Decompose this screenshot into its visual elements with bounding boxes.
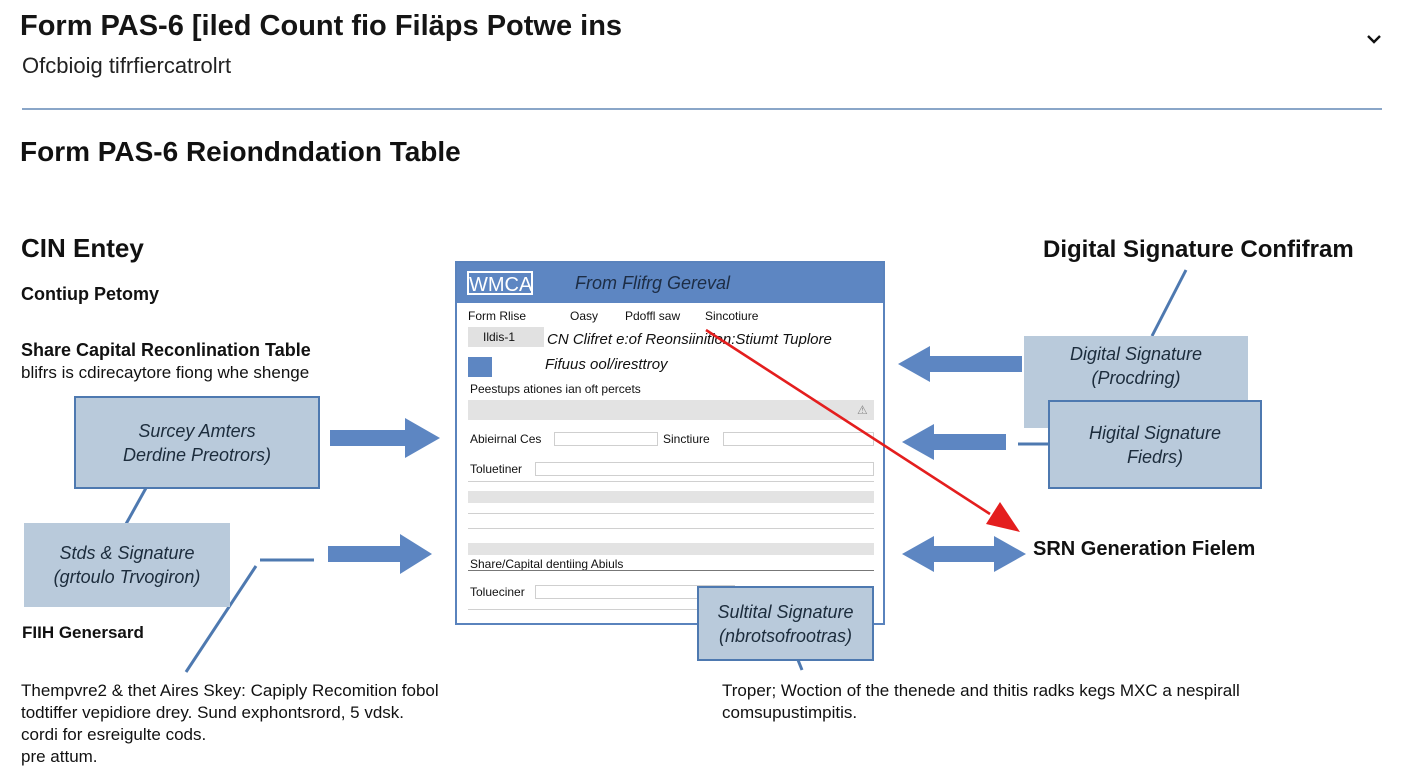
callout-line: Higital Signature — [1088, 422, 1222, 443]
form-title: From Flifrg Gereval — [575, 273, 731, 293]
arrow-double — [902, 536, 1026, 572]
note-line: Troper; Woction of the thenede and thiti… — [722, 681, 1240, 700]
note-line: comsupustimpitis. — [722, 703, 858, 722]
form-row-band — [468, 491, 874, 503]
status-text: Fifuus ool/iresttroy — [545, 356, 668, 373]
callout-line: Fiedrs) — [1126, 446, 1183, 467]
column-label: Form Rlise — [468, 309, 527, 323]
form-row-band — [468, 543, 874, 555]
left-note: Thempvre2 & thet Aires Skey: Capiply Rec… — [21, 680, 439, 768]
connector-line — [1150, 269, 1188, 337]
connector-line — [184, 565, 258, 673]
form-row-band — [468, 400, 874, 420]
form-id-input[interactable]: Ildis-1 — [468, 327, 544, 347]
column-label: Sincotiure — [705, 309, 759, 323]
chevron-down-icon[interactable] — [1366, 32, 1382, 50]
callout-line: Sultital Signature — [717, 601, 854, 622]
section-title: Form PAS-6 Reiondndation Table — [20, 136, 461, 167]
column-label: Pdoffl saw — [625, 309, 681, 323]
form-divider — [468, 528, 874, 529]
form-panel: WMCA From Flifrg Gereval Form Rlise Oasy… — [455, 261, 885, 625]
page-title: Form PAS-6 [iled Count fio Filäps Potwe … — [20, 10, 623, 42]
share-capital-desc: blifrs is cdirecaytore fiong whe shenge — [21, 363, 310, 382]
share-capital-title: Share Capital Reconlination Table — [21, 340, 311, 360]
digital-signature-title: Digital Signature Confifram — [1043, 236, 1354, 263]
arrow-left — [902, 424, 1006, 460]
form-header: WMCA From Flifrg Gereval — [457, 263, 883, 303]
fih-label: FIIH Genersard — [22, 623, 144, 642]
form-divider — [468, 570, 874, 571]
callout-signature-fields: Higital Signature Fiedrs) — [1048, 400, 1262, 489]
callout-survey: Surcey Amters Derdine Preotrors) — [74, 396, 320, 489]
callout-stds-signature: Stds & Signature (grtoulo Trvogiron) — [24, 523, 230, 607]
structure-label: Sinctiure — [663, 432, 710, 446]
additional-label: Abieirnal Ces — [470, 432, 542, 446]
toluetiner-label: Toluetiner — [470, 462, 523, 476]
note-line: Thempvre2 & thet Aires Skey: Capiply Rec… — [21, 681, 439, 700]
connector-line — [796, 659, 804, 671]
callout-sultital-signature: Sultital Signature (nbrotsofrootras) — [697, 586, 874, 661]
callout-line: Derdine Preotrors) — [122, 444, 272, 465]
prestups-label: Peestups ationes ian oft percets — [470, 382, 641, 396]
form-divider — [468, 609, 874, 610]
company-label: Contiup Petomy — [21, 284, 159, 304]
toluetiner-input[interactable] — [535, 462, 874, 476]
note-line: todtiffer vepidiore drey. Sund exphontsr… — [21, 703, 405, 722]
note-line: cordi for esreigulte cods. — [21, 725, 207, 744]
callout-line: (nbrotsofrootras) — [718, 625, 853, 646]
cin-text: CN Clifret e:of Reonsiinition:Stiumt Tup… — [547, 331, 832, 348]
right-note: Troper; Woction of the thenede and thiti… — [722, 680, 1240, 724]
cin-entry-label: CIN Entey — [21, 233, 144, 263]
toluetiner2-label: Tolueciner — [470, 585, 525, 599]
note-line: pre attum. — [21, 747, 98, 766]
share-capital-row-label: Share/Capital dentiing Abiuls — [470, 557, 624, 571]
arrow-left — [898, 346, 1022, 382]
callout-line: Stds & Signature — [59, 543, 195, 563]
connector-line — [124, 487, 148, 525]
mca-badge: WMCA — [467, 271, 533, 296]
arrow-right — [328, 534, 432, 574]
form-divider — [468, 513, 874, 514]
arrow-right — [330, 418, 440, 458]
header-divider — [22, 108, 1382, 110]
status-indicator — [468, 357, 492, 377]
column-label: Oasy — [570, 309, 599, 323]
structure-input[interactable] — [723, 432, 874, 446]
callout-line: Surcey Amters — [138, 420, 256, 441]
additional-input[interactable] — [554, 432, 658, 446]
warning-icon: ⚠ — [857, 403, 868, 417]
callout-line: Digital Signature — [1069, 344, 1203, 364]
callout-line: (Procdring) — [1091, 368, 1181, 388]
srn-label: SRN Generation Fielem — [1033, 538, 1256, 560]
page-subtitle: Ofcbioig tifrfiercatrolrt — [22, 53, 232, 78]
form-divider — [468, 481, 874, 482]
callout-line: (grtoulo Trvogiron) — [53, 567, 201, 587]
